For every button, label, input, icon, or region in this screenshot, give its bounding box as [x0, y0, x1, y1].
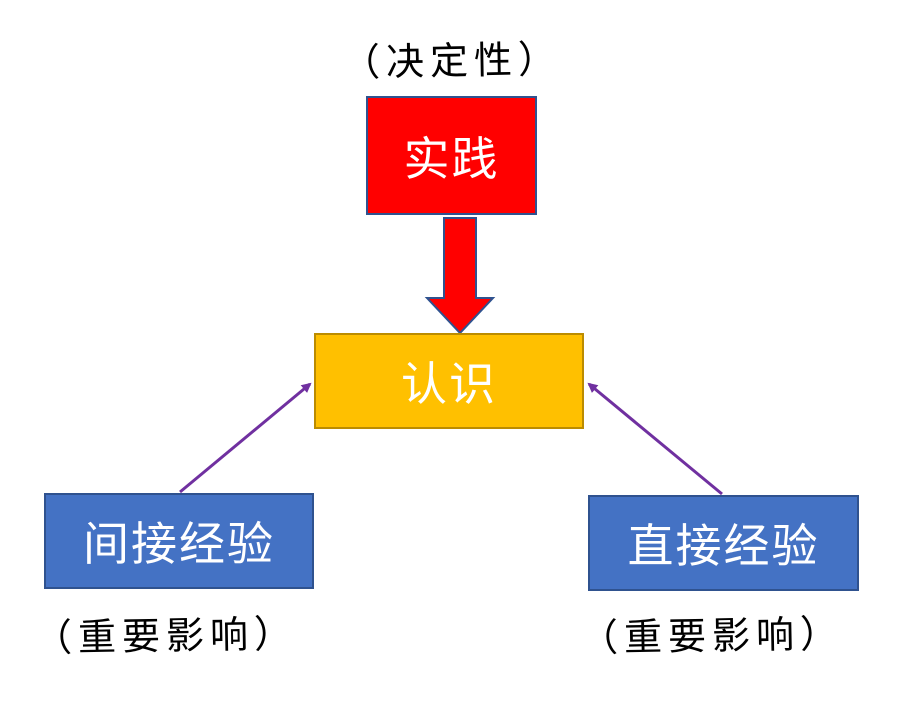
direct-experience-label: 直接经验 [627, 519, 820, 573]
indirect-experience-box: 间接经验 [44, 493, 314, 589]
indirect-to-cognition-arrow [179, 382, 312, 494]
practice-label: 实践 [403, 131, 500, 186]
indirect-experience-note: （重要影响） [33, 611, 299, 661]
direct-to-cognition-arrow [587, 382, 723, 496]
practice-to-cognition-arrow [424, 217, 496, 335]
direct-experience-note: （重要影响） [579, 611, 845, 661]
cognition-box: 认识 [314, 333, 584, 429]
indirect-experience-label: 间接经验 [83, 517, 275, 571]
cognition-label: 认识 [401, 357, 497, 411]
practice-note: （决定性） [341, 37, 563, 85]
practice-box: 实践 [366, 96, 537, 215]
direct-experience-box: 直接经验 [588, 495, 859, 591]
